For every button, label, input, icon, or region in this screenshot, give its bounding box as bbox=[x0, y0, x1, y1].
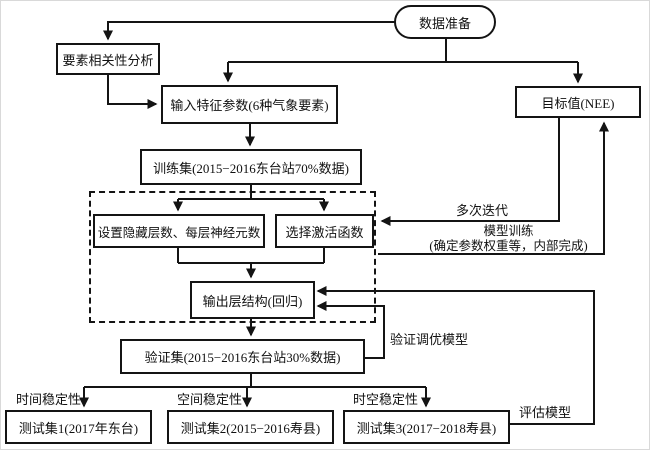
node-hidden-layers-label: 设置隐藏层数、每层神经元数 bbox=[97, 225, 261, 240]
edge-nee-multiiteration-to-tuning bbox=[380, 118, 560, 226]
label-spatial-stability: 空间稳定性 bbox=[177, 392, 243, 407]
label-model-training: 模型训练 (确定参数权重等，内部完成) bbox=[411, 224, 606, 253]
node-validation-set: 验证集(2015−2016东台站30%数据) bbox=[120, 339, 365, 374]
tuning-dashed-region bbox=[89, 191, 376, 323]
edge-testset3-evaluate-to-outputlayer bbox=[316, 286, 595, 425]
node-test-set-1: 测试集1(2017年东台) bbox=[5, 410, 152, 444]
node-data-preparation-label: 数据准备 bbox=[418, 15, 471, 31]
node-training-set: 训练集(2015−2016东台站70%数据) bbox=[140, 149, 362, 185]
node-input-features: 输入特征参数(6种气象要素) bbox=[161, 85, 338, 124]
node-activation-function: 选择激活函数 bbox=[275, 214, 374, 248]
label-multi-iteration: 多次迭代 bbox=[455, 203, 508, 218]
edge-dataprep-to-factoranalysis bbox=[103, 21, 396, 41]
node-target-nee-label: 目标值(NEE) bbox=[541, 95, 615, 111]
node-output-layer-label: 输出层结构(回归) bbox=[202, 293, 303, 309]
edge-modeltraining-to-nee bbox=[378, 121, 609, 255]
label-temporal-stability: 时间稳定性 bbox=[16, 392, 82, 407]
edge-factoranalysis-to-inputfeatures bbox=[107, 75, 158, 109]
node-test-set-2: 测试集2(2015−2016寿县) bbox=[167, 410, 334, 444]
node-factor-correlation-analysis: 要素相关性分析 bbox=[56, 43, 160, 75]
edge-validationset-tune-to-outputlayer bbox=[316, 301, 385, 359]
node-data-preparation: 数据准备 bbox=[394, 5, 496, 39]
node-training-set-label: 训练集(2015−2016东台站70%数据) bbox=[153, 160, 349, 176]
label-model-training-line2: (确定参数权重等，内部完成) bbox=[429, 238, 588, 253]
node-factor-correlation-analysis-label: 要素相关性分析 bbox=[62, 52, 154, 68]
node-activation-function-label: 选择激活函数 bbox=[285, 224, 364, 240]
label-validate-tune-model: 验证调优模型 bbox=[390, 332, 469, 347]
label-model-training-line1: 模型训练 bbox=[483, 224, 534, 238]
node-test-set-3: 测试集3(2017−2018寿县) bbox=[343, 410, 510, 444]
label-evaluate-model: 评估模型 bbox=[519, 405, 572, 420]
node-target-nee: 目标值(NEE) bbox=[515, 86, 641, 118]
node-test-set-3-label: 测试集3(2017−2018寿县) bbox=[356, 420, 497, 436]
node-hidden-layers: 设置隐藏层数、每层神经元数 bbox=[93, 214, 265, 248]
node-input-features-label: 输入特征参数(6种气象要素) bbox=[170, 98, 329, 113]
node-output-layer: 输出层结构(回归) bbox=[190, 281, 315, 319]
node-validation-set-label: 验证集(2015−2016东台站30%数据) bbox=[144, 350, 341, 365]
label-spatiotemporal-stability: 时空稳定性 bbox=[353, 392, 419, 407]
node-test-set-1-label: 测试集1(2017年东台) bbox=[18, 420, 139, 436]
node-test-set-2-label: 测试集2(2015−2016寿县) bbox=[180, 420, 321, 436]
